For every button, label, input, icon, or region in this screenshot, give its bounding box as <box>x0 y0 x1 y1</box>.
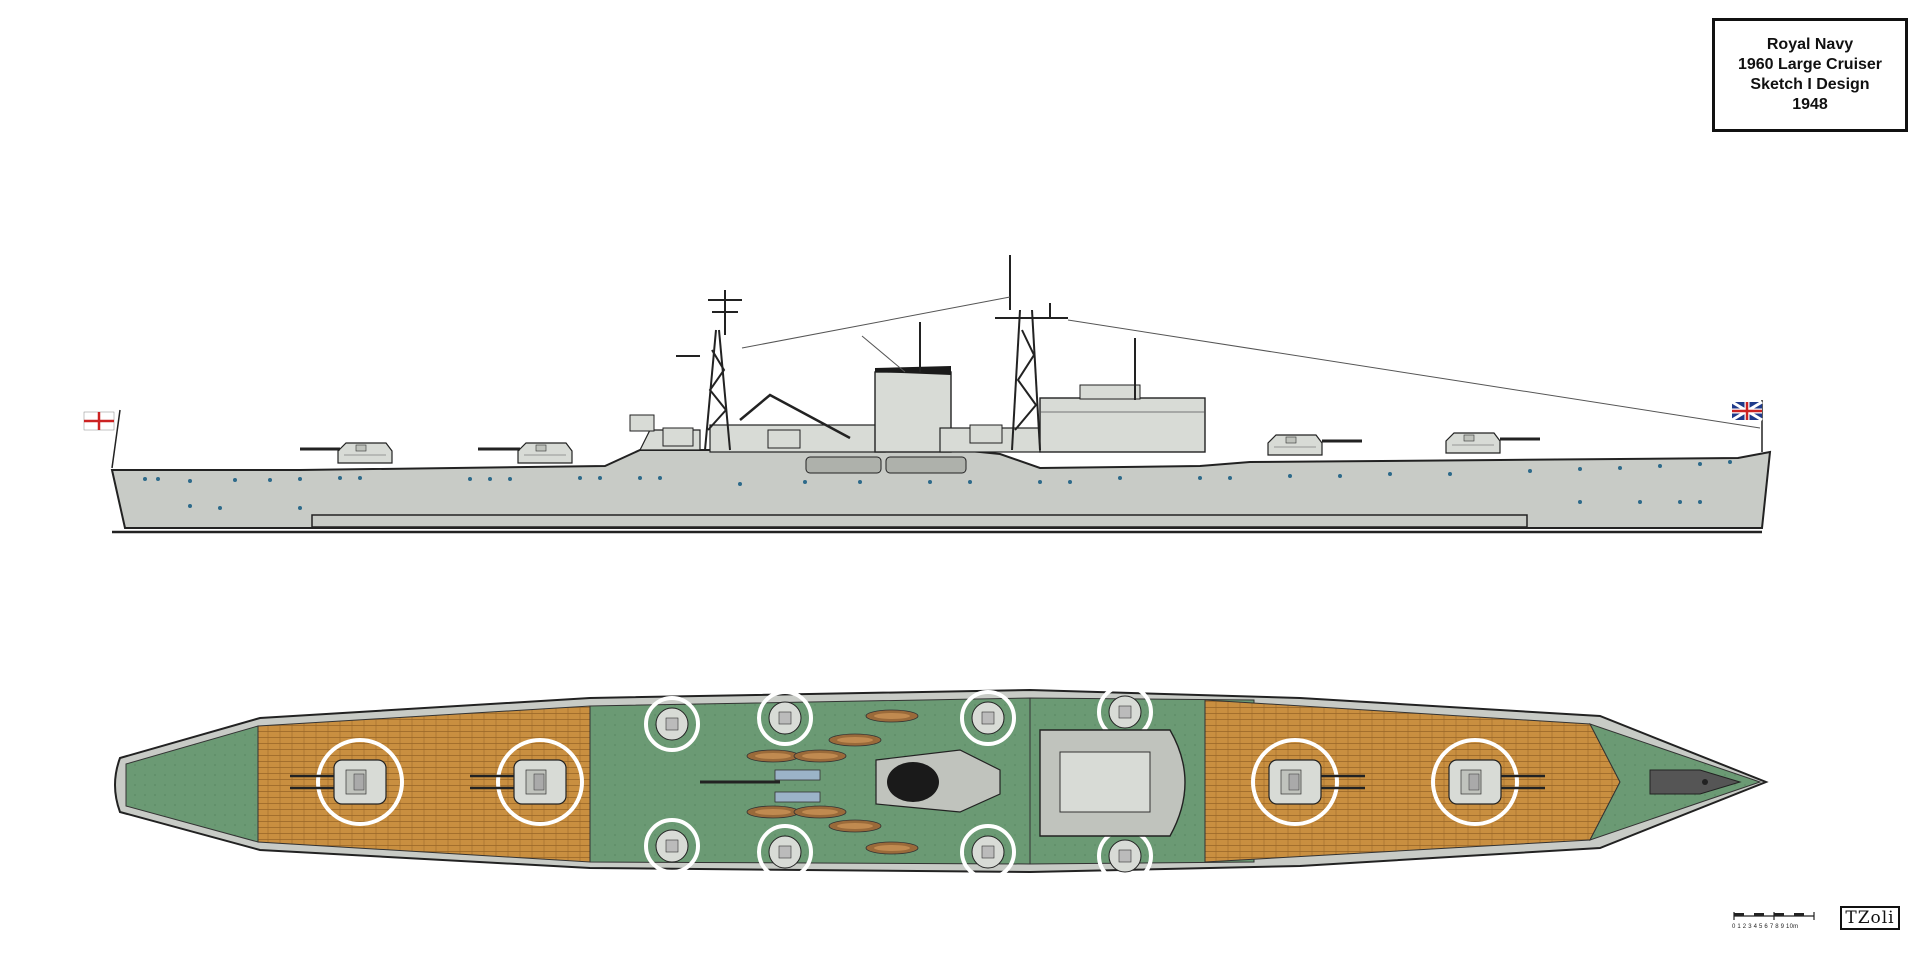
scale-bar <box>1733 912 1815 920</box>
artist-signature: TZoli <box>1840 906 1900 930</box>
title-line-navy: Royal Navy <box>1766 36 1854 53</box>
hull-side <box>110 449 1772 529</box>
scale-label: 0 1 2 3 4 5 6 7 8 9 10m <box>1732 924 1799 930</box>
title-line-year: 1948 <box>1792 96 1828 113</box>
title-box: Royal Navy 1960 Large Cruiser Sketch I D… <box>1712 18 1908 132</box>
title-line-class: 1960 Large Cruiser <box>1737 56 1883 73</box>
fore-mast <box>995 255 1068 451</box>
title-line-design: Sketch I Design <box>1750 76 1870 93</box>
plan-view <box>114 684 1769 884</box>
flag-icon <box>1731 400 1763 422</box>
portholes <box>143 460 1732 510</box>
aft-mast <box>676 290 742 451</box>
side-profile <box>83 255 1772 534</box>
